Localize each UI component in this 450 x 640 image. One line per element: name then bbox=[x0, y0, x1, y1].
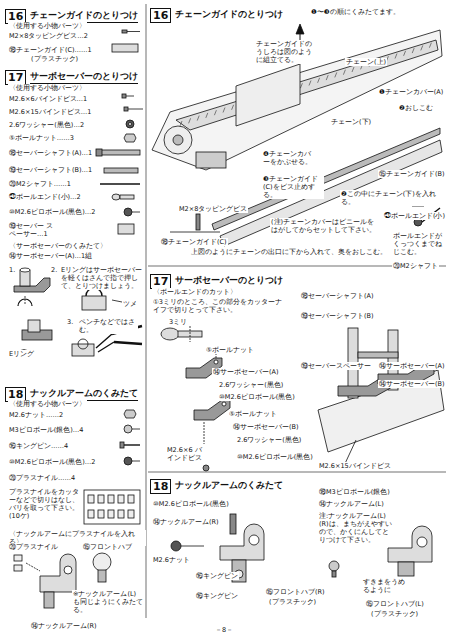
step-title: チェーンガイドのとりつけ bbox=[30, 9, 138, 23]
part-label: ⑤ボールナット bbox=[228, 410, 278, 418]
part-label: ⑮フロントハブ bbox=[82, 543, 133, 551]
part-label: 〈ボールエンドのカット〉 bbox=[152, 288, 238, 296]
part-label: 3ミリ bbox=[168, 318, 188, 326]
part-label: Eリング bbox=[8, 350, 35, 358]
step-number: 16 bbox=[150, 8, 171, 23]
part-label: ⑳プラスナイル bbox=[8, 543, 59, 551]
part-label: ⑲セーバー スペーサー…1 bbox=[8, 222, 55, 238]
part-label: ⑱M3ピロボール(銀色) bbox=[318, 488, 391, 496]
part-label: チェーン(下) bbox=[330, 118, 372, 126]
part-label: ⑯キングピン……4 bbox=[8, 442, 69, 450]
part-label: ㉑ボールエンド(小) bbox=[383, 212, 446, 220]
part-label: M2.6ナット……2 bbox=[8, 411, 64, 419]
part-label: ⑭ナックルアーム(L) bbox=[318, 500, 385, 508]
part-label: ①3ミリのところ、この部分をカッターナイフで切りとって下さい。 bbox=[152, 298, 284, 314]
part-label: ⑱セーバーシャフト(A)…1 bbox=[8, 149, 93, 157]
part-label: ❸チェーンガイド(C)をビス止めする。 bbox=[262, 175, 324, 199]
part-label: ⑳プラスナイル……4 bbox=[8, 474, 76, 482]
step-number: 17 bbox=[5, 70, 26, 85]
part-label: 〈使用する小物パーツ〉 bbox=[8, 22, 87, 30]
part-label: 3. bbox=[66, 318, 74, 326]
part-label: ⑭サーボセーバー(A) bbox=[212, 368, 280, 376]
step-number: 18 bbox=[150, 479, 171, 494]
part-label: ⑯キングピン bbox=[195, 572, 239, 580]
part-label: ⑩M2.6ピロボール(黒色)…2 bbox=[8, 458, 96, 466]
part-label: ⑱チェーンガイド(C)……1 bbox=[8, 46, 93, 54]
part-label: ❶チェーンカバー(A) bbox=[378, 88, 444, 96]
part-label: ⑩M2.6ピロボール(黒色)…2 bbox=[8, 208, 96, 216]
part-label: ⑩M2.6ピロボール(黒色) bbox=[218, 393, 296, 401]
part-label: ⑲セーバーシャフト(B)…1 bbox=[8, 166, 93, 174]
part-label: チェーンガイドのうしろは図のように組立てる。 bbox=[255, 40, 319, 64]
step-title: ナックルアームのくみたて bbox=[175, 479, 283, 492]
part-label: すきまをうめるように bbox=[362, 578, 406, 594]
part-label: Eリングはサーボセーバーを軽くはさんで指で押して、とりつけましょう。 bbox=[60, 266, 144, 290]
part-label: (注)チェーンカバーはビニールをはがしてからセットして下さい。 bbox=[270, 218, 377, 234]
part-label: ⑱チェーンガイド(C) bbox=[160, 238, 228, 246]
step-title: サーボセーバーのとりつけ bbox=[30, 70, 138, 84]
part-label: 〈サーボセーバーのくみたて〉 bbox=[8, 242, 108, 250]
step-title: チェーンガイドのとりつけ bbox=[175, 8, 283, 21]
part-label: ⑭ナックルアーム(R) bbox=[152, 518, 220, 526]
part-label: ※ナックルアーム(L)も同じようにくみたてる。 bbox=[72, 590, 144, 614]
part-label: 2.6ワッシャー(黒色)…2 bbox=[8, 121, 85, 129]
part-label: ⑲セーバーシャフト(B) bbox=[300, 312, 375, 320]
part-label: M2×8タッピングビス…2 bbox=[8, 32, 89, 40]
part-label: M2.6×15バインドビス…1 bbox=[8, 108, 92, 116]
step-heading: 17 サーボセーバーのとりつけ bbox=[5, 66, 138, 85]
part-label: ⑭サーボセーバー(A)…1組 bbox=[8, 252, 93, 260]
part-label: 上図のようにチェーンの出口に下から入れて、奥をおしこむ。 bbox=[190, 248, 388, 256]
part-label: 〈使用する小物パーツ〉 bbox=[8, 400, 87, 408]
step-heading: 18 ナックルアームのくみたて bbox=[150, 475, 283, 494]
part-label: ❶〜❸の順にくみたてます。 bbox=[310, 8, 401, 16]
part-label: ⑯キングピン bbox=[195, 592, 239, 600]
part-label: ⑤ボールナット……3 bbox=[8, 134, 75, 142]
part-label: プラスナイルをカッターなどで切りはなし、バリを取って下さい。(10ケ) bbox=[8, 488, 82, 520]
part-label: M2.6×15バインドビス bbox=[318, 462, 392, 470]
part-label: ⑩M2.6ピロボール(黒色) bbox=[152, 500, 230, 508]
part-label: M2.6×6 バインドビス bbox=[166, 446, 206, 462]
part-label: ⑮フロントハブ(L) bbox=[365, 600, 425, 608]
part-label: 注:ナックルアーム(L)(R)は、まちがえやすいので、かくにんしてとりつけて下さ… bbox=[318, 512, 394, 544]
part-label: 1. bbox=[8, 266, 16, 274]
part-label: ペンチなどではさむ。 bbox=[78, 318, 138, 334]
part-label: ⑭ナックルアーム(R) bbox=[30, 622, 98, 630]
part-label: ⑳M2シャフト bbox=[392, 262, 439, 270]
part-label: M2.6×6バインドビス…1 bbox=[8, 95, 88, 103]
part-label: 2.6ワッシャー(黒色) bbox=[218, 381, 284, 389]
part-label: ㉑ボールエンド(小)…2 bbox=[8, 193, 82, 201]
part-label: チェーン(上) bbox=[345, 58, 387, 66]
part-label: ⑭サーボセーバー(B) bbox=[378, 380, 446, 388]
part-label: M3ピロボール(銀色)…4 bbox=[8, 426, 84, 434]
step-heading: 16 チェーンガイドのとりつけ bbox=[150, 4, 283, 23]
part-label: ❹チェーンカバーをかぶせる。 bbox=[262, 150, 314, 166]
part-label: ❷おしこむ bbox=[398, 104, 434, 112]
part-label: －8－ bbox=[214, 626, 234, 634]
step-title: サーボセーバーのとりつけ bbox=[175, 274, 283, 287]
part-label: 2. bbox=[50, 266, 58, 274]
part-label: 〈使用する小物パーツ〉 bbox=[8, 84, 87, 92]
part-label: ⑩M2.6ピロボール(黒色) bbox=[236, 453, 314, 461]
part-label: ⑭サーボセーバー(A) bbox=[378, 362, 446, 370]
part-label: M2.6ナット bbox=[152, 556, 191, 564]
part-label: ⑭サーボセーバー(B) bbox=[232, 423, 300, 431]
part-label: (プラスチック) bbox=[268, 598, 317, 606]
step-heading: 17 サーボセーバーのとりつけ bbox=[150, 270, 283, 289]
part-label: ⑮フロントハブ(R) bbox=[265, 588, 326, 596]
part-label: ⑳M2シャフト……1 bbox=[8, 180, 72, 188]
part-label: ❷この中にチェーン(下)を入れる。 bbox=[340, 190, 437, 206]
part-label: 2.6ワッシャー(黒色) bbox=[236, 436, 302, 444]
part-label: M2×8タッピングビス bbox=[178, 205, 248, 213]
step-number: 17 bbox=[150, 274, 171, 289]
part-label: ⑲セーバースペーサー bbox=[300, 362, 372, 370]
part-label: ボールエンドがくっつくまでねじこむ。 bbox=[392, 232, 446, 256]
part-label: (プラスチック) bbox=[30, 55, 79, 63]
step-title: ナックルアームのくみたて bbox=[30, 387, 138, 401]
part-label: ツメ bbox=[122, 300, 138, 308]
part-label: ⑮チェーンガイド(B) bbox=[378, 170, 446, 178]
part-label: (プラスチック) bbox=[370, 610, 419, 618]
part-label: ⑤ボールナット bbox=[205, 346, 255, 354]
part-label: ⑱セーバーシャフト(A) bbox=[300, 292, 375, 300]
